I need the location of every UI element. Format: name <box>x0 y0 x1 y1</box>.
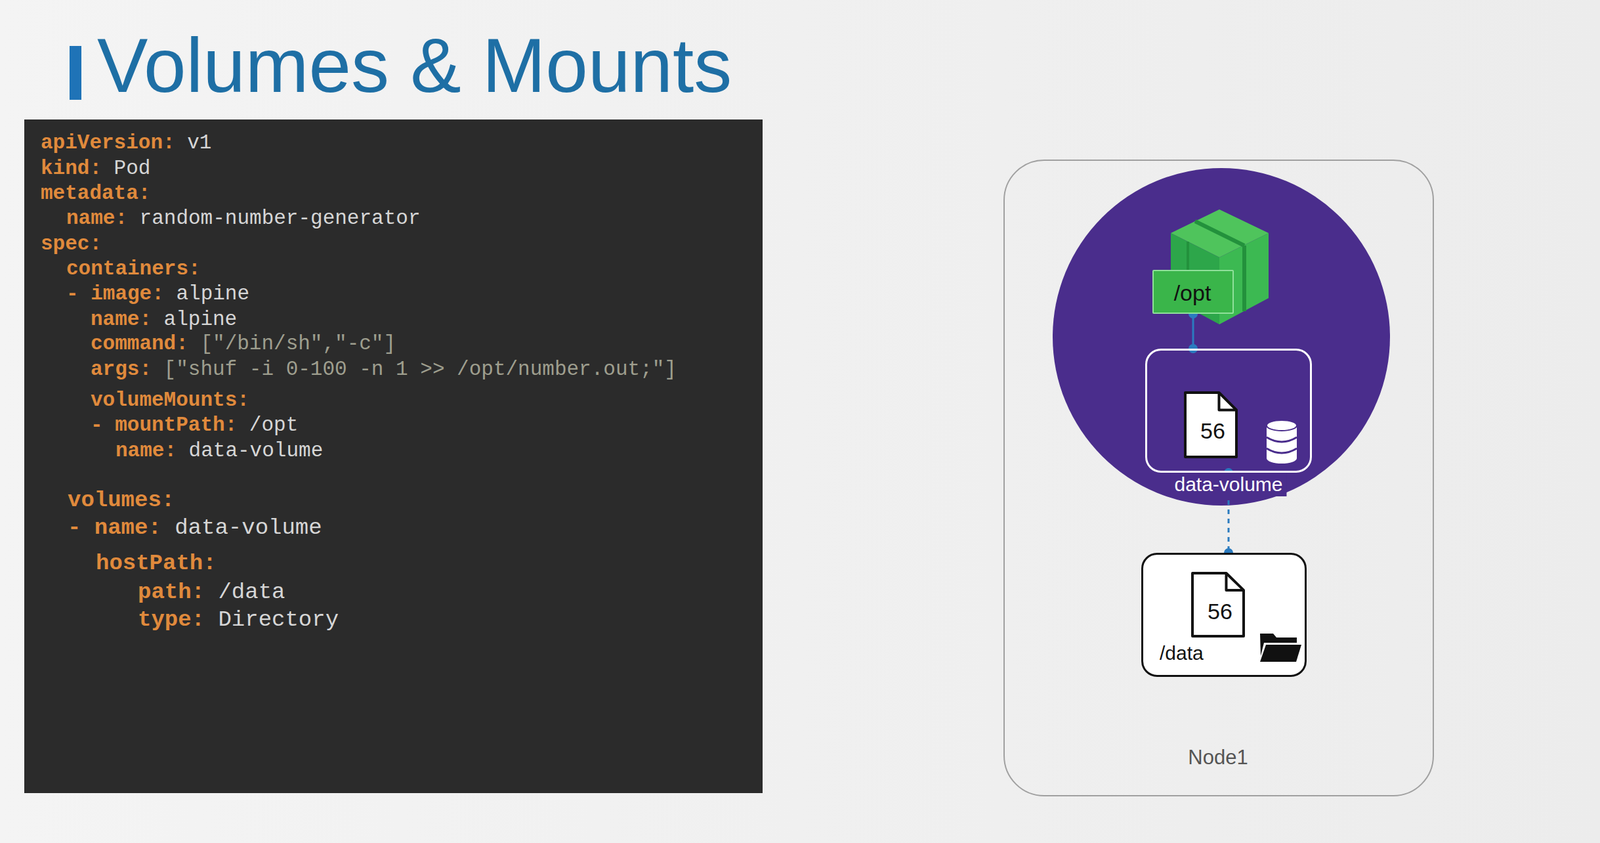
file-value: 56 <box>1207 597 1233 625</box>
code-line: name: alpine <box>90 306 237 333</box>
yaml-value: data-volume <box>189 439 324 463</box>
yaml-key: - image: <box>66 282 165 306</box>
code-line: - image: alpine <box>66 280 250 308</box>
code-line: command: ["/bin/sh","-c"] <box>90 330 396 358</box>
yaml-key: apiVersion: <box>40 131 176 155</box>
code-line: spec: <box>40 231 102 258</box>
yaml-value: v1 <box>187 131 212 155</box>
yaml-value: /opt <box>249 413 298 437</box>
yaml-key: - name: <box>67 515 162 541</box>
yaml-key: args: <box>90 357 152 381</box>
yaml-key: - mountPath: <box>90 413 237 437</box>
yaml-key: metadata: <box>40 181 151 205</box>
code-line: name: data-volume <box>115 437 323 464</box>
pod-circle <box>1052 168 1390 506</box>
code-line: type: Directory <box>137 606 339 633</box>
mount-link <box>1192 313 1195 349</box>
yaml-value: data-volume <box>174 515 322 541</box>
code-line: - name: data-volume <box>67 514 323 541</box>
mount-path-label: /opt <box>1174 279 1212 307</box>
host-dir-box: 56/data <box>1141 552 1307 677</box>
yaml-key: spec: <box>40 232 102 256</box>
volume-label: data-volume <box>1170 472 1287 497</box>
title-bar <box>69 45 82 100</box>
yaml-value: alpine <box>164 307 238 331</box>
code-line: args: ["shuf -i 0-100 -n 1 >> /opt/number… <box>90 356 677 383</box>
yaml-key: name: <box>66 206 128 230</box>
yaml-value: Directory <box>217 607 339 632</box>
yaml-key: kind: <box>40 156 102 180</box>
host-path-label: /data <box>1159 641 1204 665</box>
code-line: hostPath: <box>95 549 217 577</box>
code-line: containers: <box>66 255 201 283</box>
code-line: kind: Pod <box>40 155 151 182</box>
yaml-key: containers: <box>66 257 201 281</box>
code-line: apiVersion: v1 <box>40 129 212 157</box>
code-line: volumes: <box>67 486 175 514</box>
mount-path-box: /opt <box>1152 269 1234 314</box>
file-value: 56 <box>1200 417 1226 445</box>
yaml-key: path: <box>137 579 205 605</box>
volume-box: 56data-volume <box>1145 348 1312 473</box>
yaml-value: /data <box>217 579 285 605</box>
slide-title: Volumes & Mounts <box>97 27 732 104</box>
node-icons <box>1145 348 1312 473</box>
code-line: path: /data <box>137 578 285 606</box>
yaml-value: random-number-generator <box>139 206 421 230</box>
yaml-value: alpine <box>175 282 250 306</box>
node-label: Node1 <box>1187 744 1248 770</box>
yaml-key: volumes: <box>67 487 175 513</box>
yaml-value: ["shuf -i 0-100 -n 1 >> /opt/number.out;… <box>164 357 677 381</box>
code-line: metadata: <box>40 180 151 207</box>
yaml-value: Pod <box>114 156 151 180</box>
node-box: Node1/opt56data-volume56/data <box>1003 159 1434 797</box>
yaml-key: volumeMounts: <box>90 388 250 412</box>
yaml-value: ["/bin/sh","-c"] <box>200 332 396 356</box>
yaml-key: command: <box>90 332 189 356</box>
yaml-key: name: <box>90 307 152 331</box>
code-line: volumeMounts: <box>90 387 250 414</box>
code-line: name: random-number-generator <box>66 205 421 232</box>
yaml-key: name: <box>115 439 177 463</box>
yaml-key: hostPath: <box>95 550 217 576</box>
code-line: - mountPath: /opt <box>90 412 298 439</box>
yaml-key: type: <box>137 607 205 632</box>
